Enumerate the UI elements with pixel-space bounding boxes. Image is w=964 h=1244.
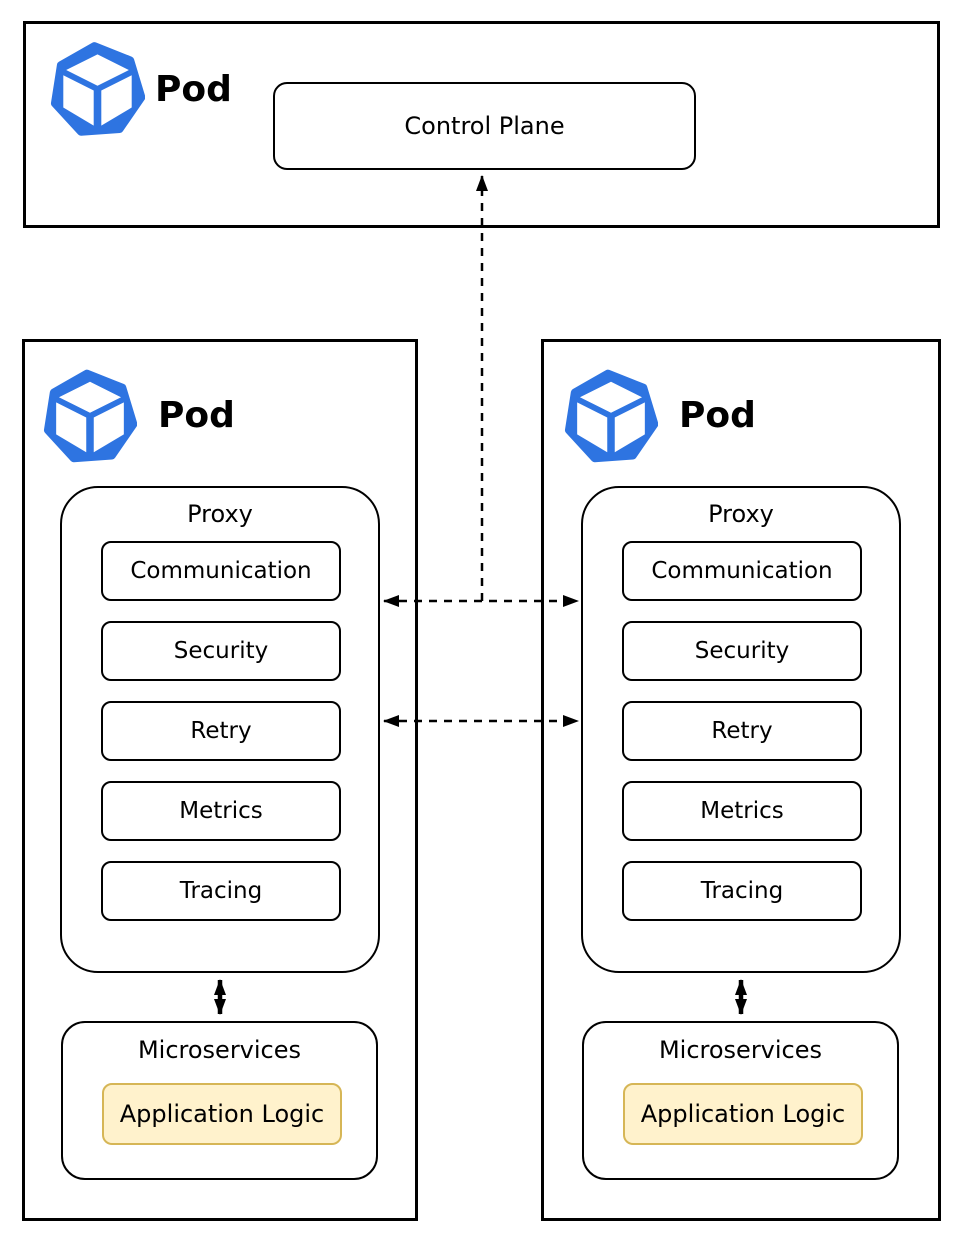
cube-top-face xyxy=(579,381,643,413)
right-feature-security: Security xyxy=(622,621,862,681)
cube-left-face xyxy=(63,75,94,126)
left-feature-communication: Communication xyxy=(101,541,341,601)
pod-icon xyxy=(43,369,137,464)
cube-right-face xyxy=(101,75,132,126)
right-application-logic-box: Application Logic xyxy=(623,1083,863,1145)
cube-right-face xyxy=(93,402,124,453)
right-feature-metrics: Metrics xyxy=(622,781,862,841)
cube-top-face xyxy=(58,381,122,413)
control-plane-box: Control Plane xyxy=(273,82,696,170)
right-proxy-label: Proxy xyxy=(708,500,774,528)
control-pod-label: Pod xyxy=(155,69,232,110)
control-plane-label: Control Plane xyxy=(404,112,565,140)
left-feature-security: Security xyxy=(101,621,341,681)
left-pod-label: Pod xyxy=(158,395,235,436)
left-feature-tracing: Tracing xyxy=(101,861,341,921)
right-feature-retry: Retry xyxy=(622,701,862,761)
pod-icon xyxy=(50,42,145,137)
left-proxy-label: Proxy xyxy=(187,500,253,528)
cube-left-face xyxy=(577,402,608,453)
right-feature-tracing: Tracing xyxy=(622,861,862,921)
pod-icon xyxy=(564,369,658,464)
cube-left-face xyxy=(56,402,87,453)
left-feature-retry: Retry xyxy=(101,701,341,761)
right-microservices-label: Microservices xyxy=(658,1036,823,1064)
cube-right-face xyxy=(614,402,645,453)
cube-top-face xyxy=(66,54,129,86)
right-feature-communication: Communication xyxy=(622,541,862,601)
right-pod-label: Pod xyxy=(679,395,756,436)
left-feature-metrics: Metrics xyxy=(101,781,341,841)
left-microservices-label: Microservices xyxy=(137,1036,302,1064)
left-application-logic-box: Application Logic xyxy=(102,1083,342,1145)
